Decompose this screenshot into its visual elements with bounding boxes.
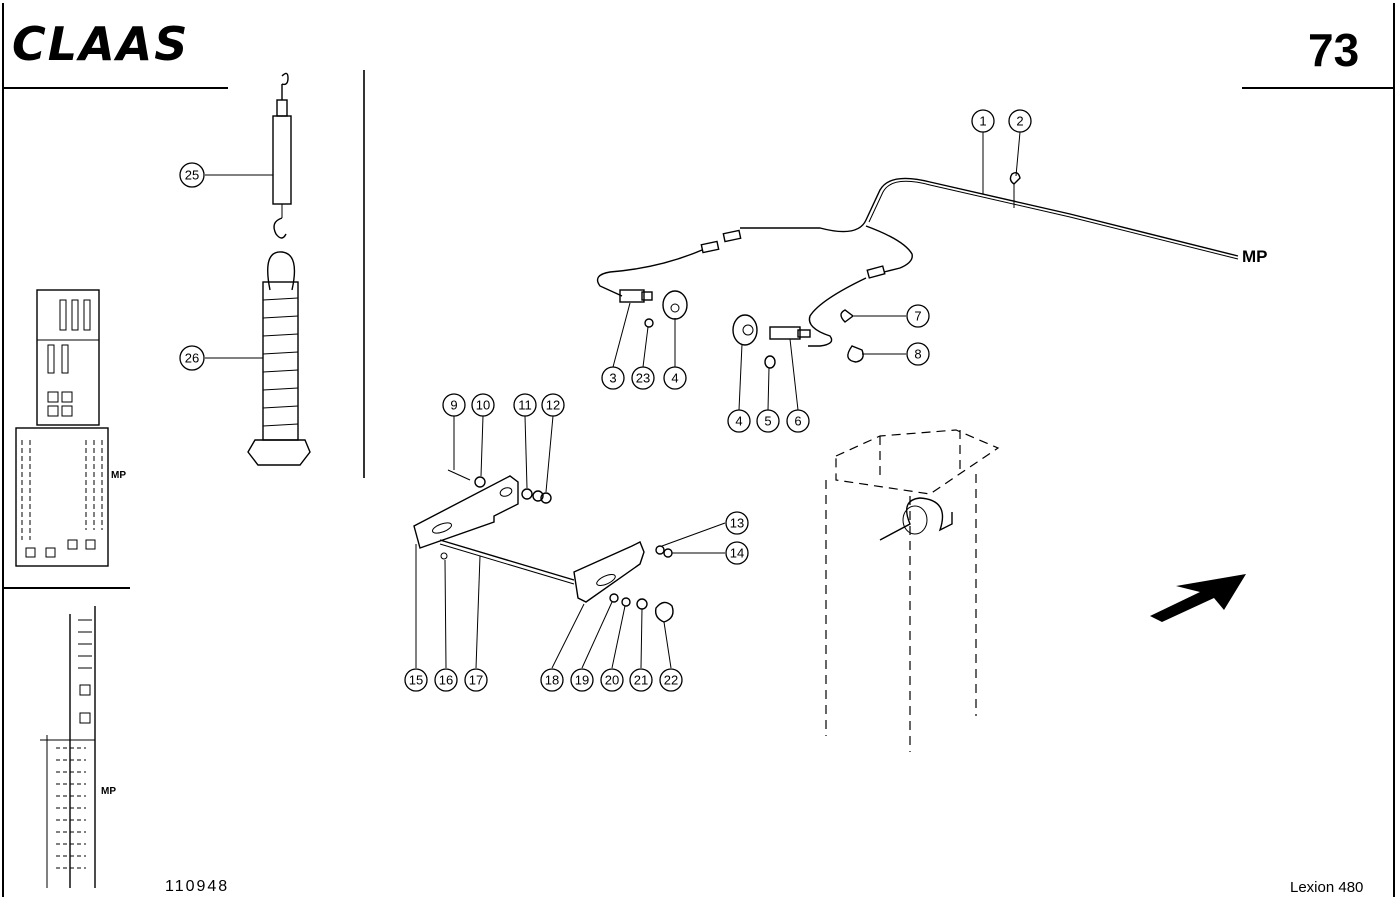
svg-text:25: 25 [185,168,199,183]
callout-5: 5 [756,409,780,433]
svg-text:16: 16 [439,673,453,688]
brand-logo: CLAAS [12,17,189,71]
callout-18: 18 [540,668,564,692]
callout-11: 11 [513,393,537,417]
thumbnail-overview-top [15,289,109,567]
callout-15: 15 [404,668,428,692]
svg-text:26: 26 [185,351,199,366]
callout-4-left: 4 [663,366,687,390]
callout-6: 6 [786,409,810,433]
thumb-bottom-mp-label: MP [101,786,116,797]
svg-text:11: 11 [518,398,532,413]
callout-14: 14 [725,541,749,565]
svg-text:1: 1 [979,114,986,129]
svg-text:7: 7 [914,309,921,324]
mp-end-label: MP [1242,247,1268,266]
measuring-tube-drawing [247,251,311,466]
drawing-number: 110948 [165,878,229,895]
svg-text:6: 6 [794,414,801,429]
svg-text:19: 19 [575,673,589,688]
thumb-top-mp-label: MP [111,470,126,481]
model-name: Lexion 480 [1290,879,1363,896]
callout-12: 12 [541,393,565,417]
callout-25: 25 [179,162,205,188]
callout-7: 7 [906,304,930,328]
bracket-assembly-drawing [413,469,674,623]
svg-text:2: 2 [1016,114,1023,129]
sheet-frame [2,3,1395,897]
svg-text:8: 8 [914,347,921,362]
svg-text:5: 5 [764,414,771,429]
direction-arrow-icon [1150,574,1246,622]
svg-text:14: 14 [730,546,744,561]
leader-lines [415,131,1021,669]
bowden-cable-drawing [596,177,1239,347]
callout-4-right: 4 [727,409,751,433]
svg-text:3: 3 [609,371,616,386]
callout-22: 22 [659,668,683,692]
svg-text:12: 12 [546,398,560,413]
thumbnail-overview-bottom [40,606,96,888]
svg-text:23: 23 [636,371,650,386]
svg-text:9: 9 [450,398,457,413]
callout-8: 8 [906,342,930,366]
machine-frame-outline [825,429,1000,752]
svg-text:20: 20 [605,673,619,688]
callout-13: 13 [725,511,749,535]
callout-20: 20 [600,668,624,692]
page-number: 73 [1308,24,1359,76]
callout-10: 10 [471,393,495,417]
svg-text:10: 10 [476,398,490,413]
cable-fittings-drawing [619,171,1021,369]
spring-scale-drawing [272,72,292,239]
svg-text:21: 21 [634,673,648,688]
svg-text:18: 18 [545,673,559,688]
callout-21: 21 [629,668,653,692]
svg-text:13: 13 [730,516,744,531]
svg-text:15: 15 [409,673,423,688]
callout-1: 1 [971,109,995,133]
callout-16: 16 [434,668,458,692]
svg-text:17: 17 [469,673,483,688]
callout-2: 2 [1008,109,1032,133]
svg-text:22: 22 [664,673,678,688]
svg-text:4: 4 [735,414,742,429]
callout-19: 19 [570,668,594,692]
callout-9: 9 [442,393,466,417]
svg-text:4: 4 [671,371,678,386]
callout-3: 3 [601,366,625,390]
callout-17: 17 [464,668,488,692]
callout-26: 26 [179,345,205,371]
callout-23: 23 [631,366,655,390]
